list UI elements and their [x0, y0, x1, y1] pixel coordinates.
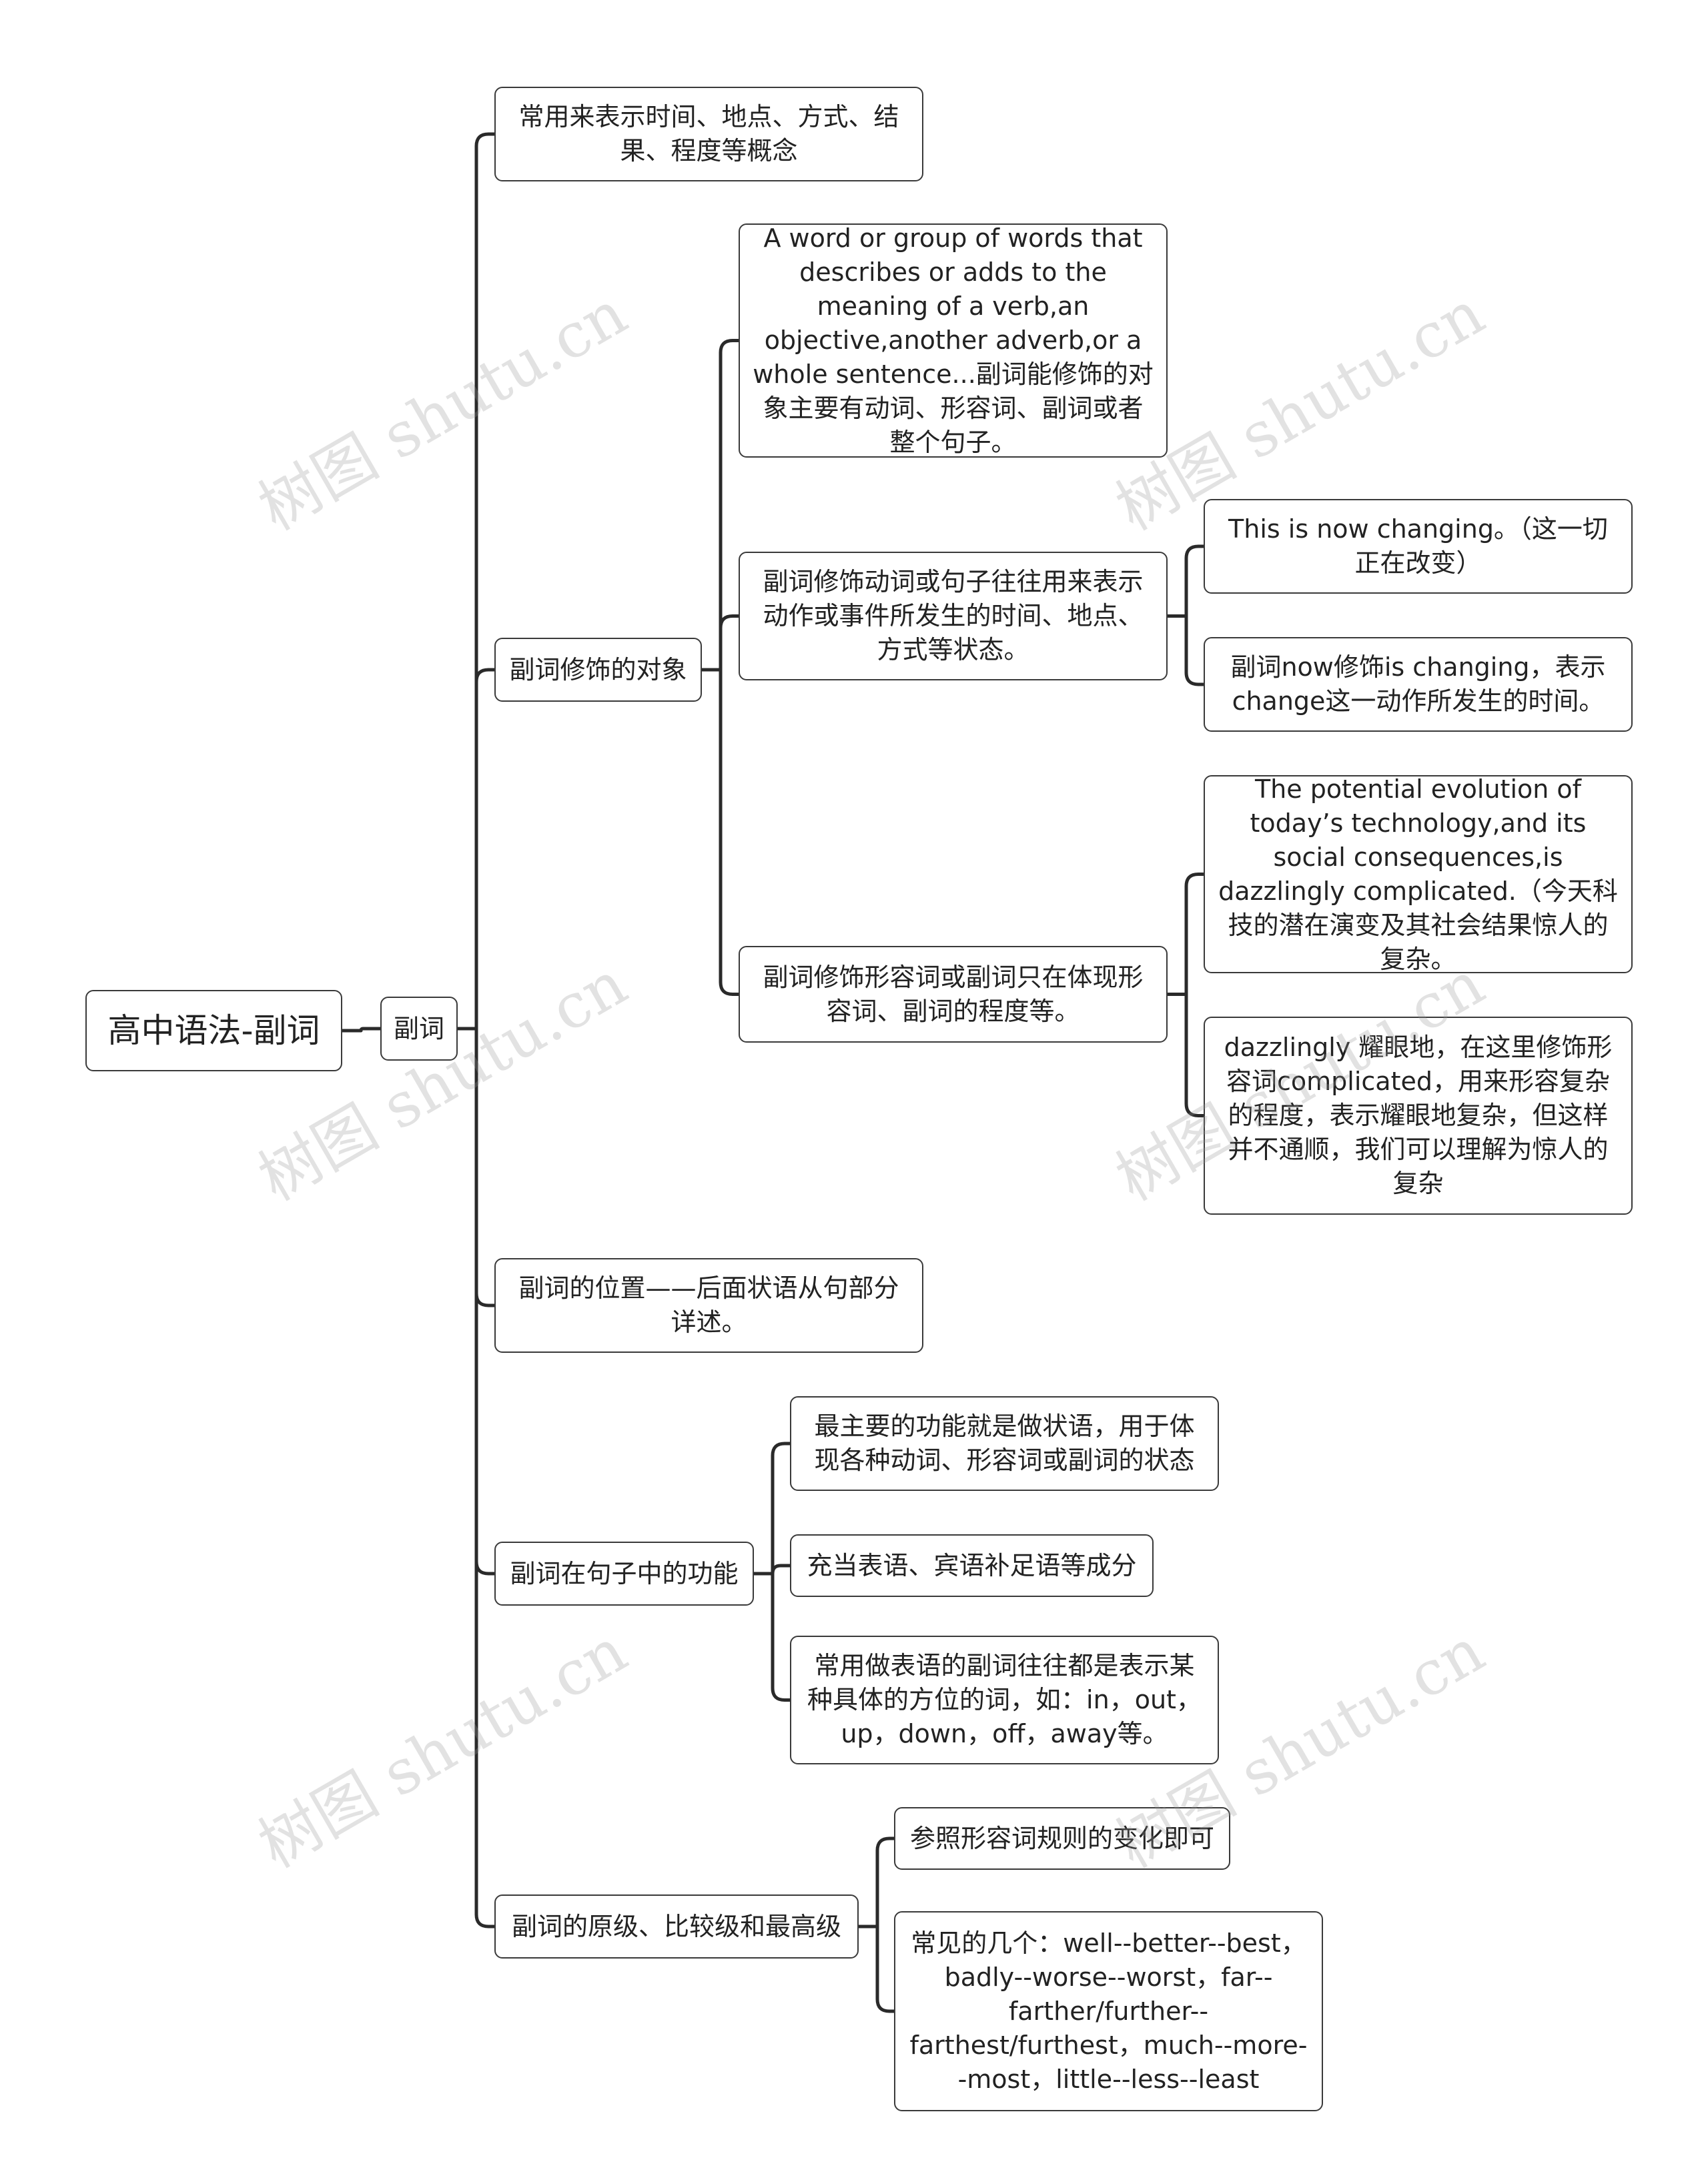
sub-node-label: 参照形容词规则的变化即可 — [909, 1823, 1214, 1853]
sub-node-label: 常见的几个：well--better--best，badly--worse--w… — [909, 1928, 1308, 2094]
connector-line — [474, 668, 496, 1031]
sub-node-label: 副词修饰动词或句子往往用来表示动作或事件所发生的时间、地点、方式等状态。 — [763, 567, 1144, 664]
branch-node-position[interactable]: 副词的位置——后面状语从句部分详述。 — [494, 1258, 923, 1353]
branch-node-label: 常用来表示时间、地点、方式、结果、程度等概念 — [518, 102, 899, 165]
leaf-node-label: The potential evolution of today’s techn… — [1218, 775, 1618, 973]
sub-node-label: 副词修饰形容词或副词只在体现形容词、副词的程度等。 — [763, 962, 1144, 1026]
connector-line — [474, 132, 496, 1031]
sub-node-adverbial[interactable]: 最主要的功能就是做状语，用于体现各种动词、形容词或副词的状态 — [790, 1396, 1219, 1491]
connector-line — [875, 1836, 896, 1929]
connector-line — [1184, 544, 1206, 618]
leaf-node-label: 副词now修饰is changing，表示change这一动作所发生的时间。 — [1230, 652, 1606, 716]
connector-line — [771, 1564, 792, 1576]
sub-node-modify-adjective[interactable]: 副词修饰形容词或副词只在体现形容词、副词的程度等。 — [739, 946, 1168, 1043]
connector-line — [474, 1027, 496, 1929]
connector-line — [1184, 873, 1206, 996]
connector-line — [771, 1442, 792, 1576]
sub-node-adjective-rule[interactable]: 参照形容词规则的变化即可 — [894, 1807, 1230, 1870]
sub-node-label: A word or group of words that describes … — [753, 223, 1154, 457]
connector-line — [719, 668, 741, 996]
leaf-node-example-sentence[interactable]: This is now changing。（这一切正在改变） — [1204, 499, 1633, 594]
leaf-node-example-explanation[interactable]: 副词now修饰is changing，表示change这一动作所发生的时间。 — [1204, 637, 1633, 732]
leaf-node-label: dazzlingly 耀眼地，在这里修饰形容词complicated，用来形容复… — [1224, 1033, 1613, 1198]
sub-node-predicative[interactable]: 充当表语、宾语补足语等成分 — [790, 1534, 1154, 1597]
branch-node-modified-objects[interactable]: 副词修饰的对象 — [494, 638, 702, 702]
branch-node-concept[interactable]: 常用来表示时间、地点、方式、结果、程度等概念 — [494, 87, 923, 181]
topic-node-adverb[interactable]: 副词 — [380, 997, 458, 1061]
connector-line — [359, 1027, 382, 1033]
root-node-label: 高中语法-副词 — [107, 1011, 320, 1050]
leaf-node-example-sentence[interactable]: The potential evolution of today’s techn… — [1204, 775, 1633, 973]
leaf-node-example-explanation[interactable]: dazzlingly 耀眼地，在这里修饰形容词complicated，用来形容复… — [1204, 1017, 1633, 1215]
connector-line — [719, 614, 741, 672]
connector-line — [875, 1925, 896, 2013]
sub-node-direction-words[interactable]: 常用做表语的副词往往都是表示某种具体的方位的词，如：in，out，up，down… — [790, 1636, 1219, 1764]
topic-node-label: 副词 — [394, 1013, 445, 1043]
sub-node-label: 充当表语、宾语补足语等成分 — [807, 1550, 1137, 1580]
sub-node-label: 最主要的功能就是做状语，用于体现各种动词、形容词或副词的状态 — [814, 1412, 1195, 1475]
connector-line — [771, 1572, 792, 1702]
branch-node-label: 副词在句子中的功能 — [510, 1558, 739, 1588]
branch-node-label: 副词修饰的对象 — [509, 654, 687, 684]
connector-line — [1184, 614, 1206, 686]
sub-node-modify-verb[interactable]: 副词修饰动词或句子往往用来表示动作或事件所发生的时间、地点、方式等状态。 — [739, 552, 1168, 680]
connector-line — [719, 339, 741, 672]
branch-node-function[interactable]: 副词在句子中的功能 — [494, 1542, 754, 1606]
sub-node-irregular-forms[interactable]: 常见的几个：well--better--best，badly--worse--w… — [894, 1911, 1323, 2111]
leaf-node-label: This is now changing。（这一切正在改变） — [1228, 514, 1608, 578]
root-node[interactable]: 高中语法-副词 — [85, 990, 342, 1071]
branch-node-label: 副词的原级、比较级和最高级 — [511, 1911, 841, 1941]
sub-node-label: 常用做表语的副词往往都是表示某种具体的方位的词，如：in，out，up，down… — [807, 1651, 1202, 1748]
branch-node-comparison[interactable]: 副词的原级、比较级和最高级 — [494, 1894, 859, 1959]
branch-node-label: 副词的位置——后面状语从句部分详述。 — [518, 1273, 899, 1337]
connector-line — [474, 1027, 496, 1307]
sub-node-definition[interactable]: A word or group of words that describes … — [739, 223, 1168, 458]
connector-line — [1184, 993, 1206, 1117]
